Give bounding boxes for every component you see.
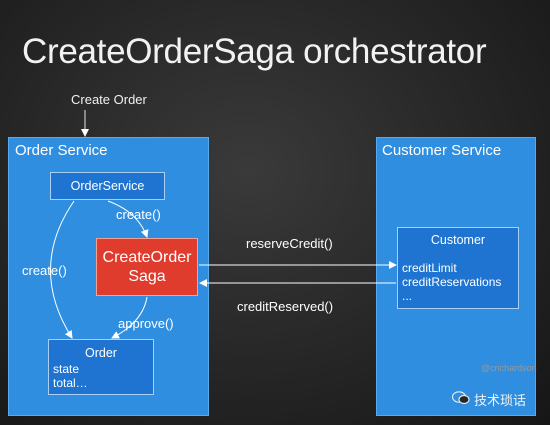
orderservice-label: OrderService [70, 179, 145, 193]
create-saga-label: create() [116, 207, 161, 222]
approve-label: approve() [118, 316, 174, 331]
reserve-credit-label: reserveCredit() [246, 236, 333, 251]
customer-box-title: Customer [430, 233, 486, 247]
wechat-icon [451, 391, 470, 405]
order-service-title: Order Service [15, 142, 108, 159]
order-field: state [53, 362, 80, 376]
order-box: Order state total… [48, 339, 154, 395]
create-order-label: Create Order [71, 92, 147, 107]
customer-box: Customer creditLimit creditReservations … [397, 227, 519, 309]
saga-label-line2: Saga [128, 268, 166, 285]
order-box-title: Order [85, 346, 117, 360]
create-order-saga-box: CreateOrder Saga [96, 238, 198, 296]
credit-reserved-label: creditReserved() [237, 299, 334, 314]
saga-label-line1: CreateOrder [102, 249, 192, 266]
customer-field: creditReservations [402, 275, 502, 289]
create-saga-arrow [107, 200, 149, 238]
slide-title: CreateOrderSaga orchestrator [22, 32, 487, 71]
customer-service-title: Customer Service [382, 142, 502, 159]
customer-field: creditLimit [402, 261, 457, 275]
order-field: total… [53, 376, 88, 390]
create-order-arrow [50, 200, 75, 339]
approve-arrow [111, 296, 148, 339]
orderservice-box: OrderService [50, 172, 165, 200]
customer-field: ... [402, 289, 413, 303]
create-order-label: create() [22, 263, 67, 278]
brand-label: 技术琐话 [474, 393, 527, 408]
author-handle: @crichardson [481, 363, 537, 373]
